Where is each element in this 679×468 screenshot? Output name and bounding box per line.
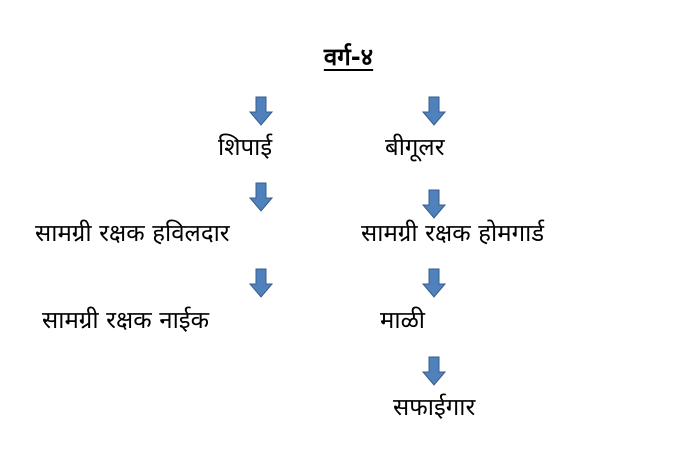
down-arrow-icon xyxy=(422,96,446,126)
down-arrow-icon xyxy=(422,268,446,298)
node-left-3: सामग्री रक्षक नाईक xyxy=(42,306,210,334)
down-arrow-icon xyxy=(249,96,273,126)
down-arrow-icon xyxy=(422,189,446,219)
node-left-2: सामग्री रक्षक हविलदार xyxy=(35,219,230,247)
node-right-2: सामग्री रक्षक होमगार्ड xyxy=(361,219,545,247)
node-right-3: माळी xyxy=(380,306,426,334)
down-arrow-icon xyxy=(422,356,446,386)
node-left-1: शिपाई xyxy=(218,133,273,161)
down-arrow-icon xyxy=(249,182,273,212)
down-arrow-icon xyxy=(249,268,273,298)
node-right-4: सफाईगार xyxy=(393,393,476,421)
diagram-title: वर्ग-४ xyxy=(323,43,374,71)
node-right-1: बीगूलर xyxy=(385,133,445,161)
